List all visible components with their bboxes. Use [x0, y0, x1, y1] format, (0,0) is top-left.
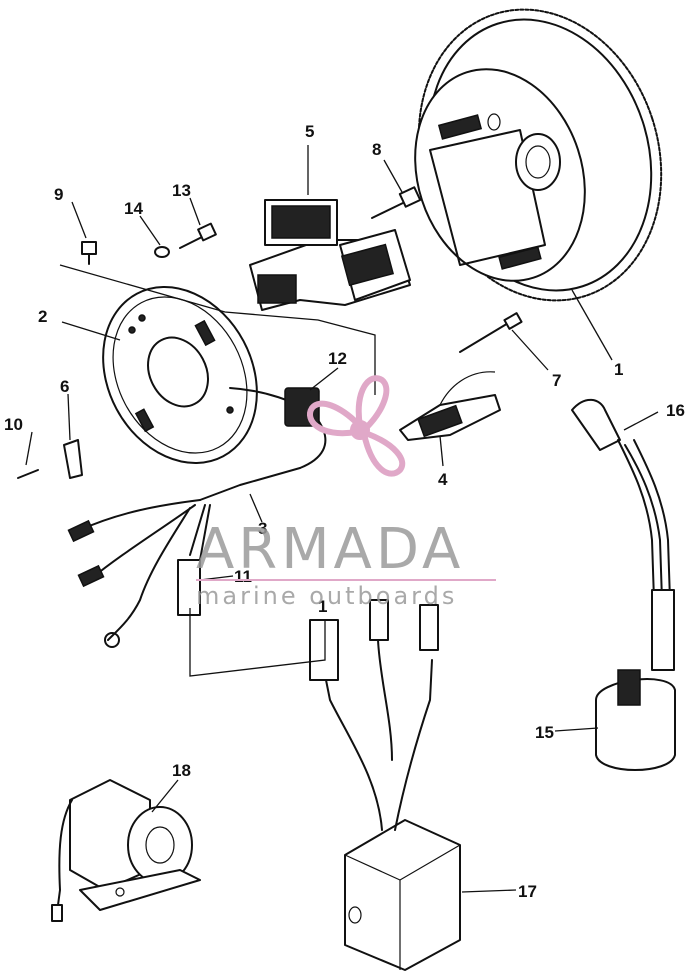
callout-14: 14: [124, 199, 143, 218]
armada-watermark: ARMADA marine outboards: [196, 375, 496, 610]
callout-8: 8: [372, 140, 381, 159]
watermark-brand: ARMADA: [196, 517, 464, 582]
callout-9: 9: [54, 185, 63, 204]
ignition-coil-15: [595, 589, 676, 771]
screw-10: [17, 469, 39, 479]
callout-3: 3: [258, 519, 267, 538]
flywheel: [414, 8, 663, 302]
stator-plate: [102, 286, 258, 464]
callout-1-harness: 1: [318, 597, 327, 616]
callout-5: 5: [305, 122, 314, 141]
clamp-6: [63, 439, 83, 479]
callout-1-flywheel: 1: [614, 360, 623, 379]
callout-11: 11: [234, 567, 252, 586]
callout-10: 10: [4, 415, 23, 434]
pulser-coil-4: [399, 371, 501, 441]
callout-labels: 1 1 2 3 4 5 6 7 8 9 10 11 12 13 14 15 16…: [4, 122, 685, 901]
screw-8: [371, 186, 422, 219]
screw-13: [179, 222, 217, 249]
callout-7: 7: [552, 371, 561, 390]
spark-plug-cap-16: [571, 398, 671, 601]
leader-lines: [25, 145, 659, 893]
callout-12: 12: [328, 349, 347, 368]
watermark-tagline: marine outboards: [196, 582, 457, 610]
ignition-coil-assembly: [249, 199, 411, 311]
screw-9: [81, 241, 97, 265]
callout-17: 17: [518, 882, 537, 901]
cdi-unit-17: [309, 599, 461, 971]
starter-solenoid-18: [51, 779, 201, 922]
washer-14: [154, 246, 170, 258]
callout-4: 4: [438, 470, 448, 489]
callout-13: 13: [172, 181, 191, 200]
callout-15: 15: [535, 723, 554, 742]
callout-18: 18: [172, 761, 191, 780]
callout-6: 6: [60, 377, 69, 396]
propeller-logo-icon: [307, 375, 406, 477]
callout-16: 16: [666, 401, 685, 420]
screw-7: [459, 312, 523, 353]
callout-2: 2: [38, 307, 47, 326]
